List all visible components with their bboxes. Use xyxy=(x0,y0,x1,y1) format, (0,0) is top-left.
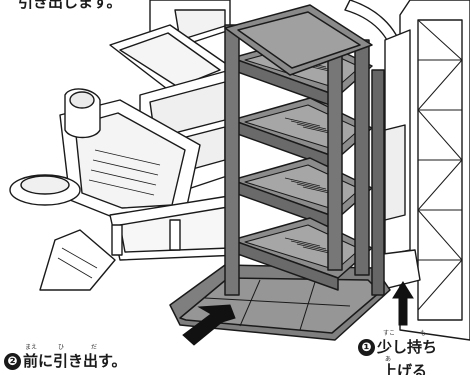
step-2-ruby-mae: まえ xyxy=(25,344,38,351)
parking-tower-unit xyxy=(169,4,391,341)
playset-background xyxy=(9,0,470,341)
floor-tray-stripe xyxy=(284,237,321,247)
floor-tray-stripe xyxy=(290,240,327,250)
step-1-number: ❶ xyxy=(358,339,375,356)
floor-tray-stripe xyxy=(290,120,327,130)
step-2-ruby-da: だ xyxy=(91,344,98,351)
floor-tray-stripe xyxy=(290,180,327,190)
step-1-text-line1: 少し持ち xyxy=(377,338,438,356)
lift-up-arrow xyxy=(392,281,414,326)
pull-forward-arrow xyxy=(182,304,236,346)
step-1-ruby-suko: すこ xyxy=(383,330,396,337)
floor-tray-stripe xyxy=(296,183,333,193)
step-2-ruby-hi: ひ xyxy=(58,344,65,351)
top-caption: 引き出します。 xyxy=(18,0,122,11)
step-2-text: 前に引き出す。 xyxy=(23,352,127,370)
step-1-ruby-a: あ xyxy=(385,356,392,363)
floor-tray-stripe xyxy=(284,177,321,187)
step-1-ruby-mo: も xyxy=(420,330,427,337)
step-1-label-line2: 上げる xyxy=(382,362,428,375)
floor-tray-stripe xyxy=(296,123,333,133)
step-2-number: ❷ xyxy=(4,353,21,370)
floor-tray-stripe xyxy=(296,243,333,253)
floor-tray-stripe xyxy=(284,117,321,127)
